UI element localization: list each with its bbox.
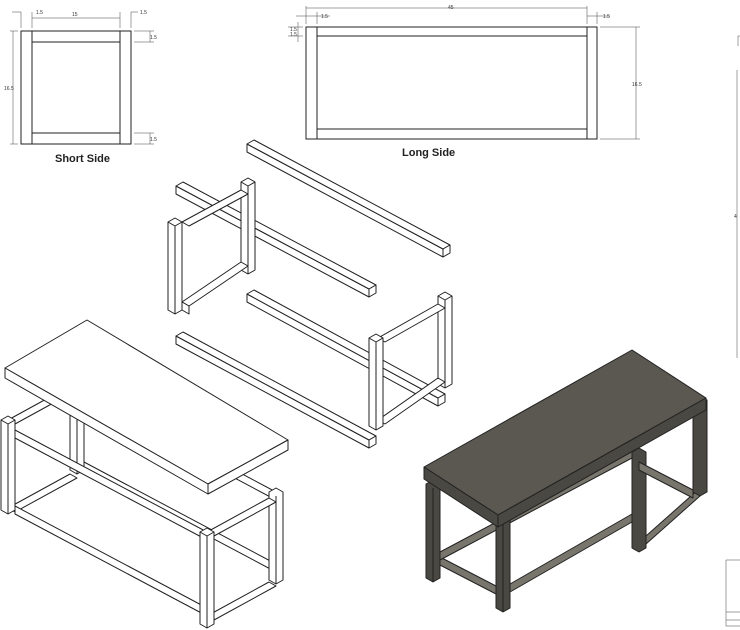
short-side-view: 1.5 15 1.5 1.5 1.5 16.5 Short Side (4, 10, 157, 165)
short-side-dim-top-left: 1.5 (36, 10, 43, 16)
left-end-frame (167, 177, 256, 315)
long-side-dim-top-right: 1.5 (603, 14, 610, 20)
long-side-dim-top-width: 45 (448, 5, 454, 11)
short-side-title: Short Side (55, 153, 110, 165)
short-side-dim-top-width: 15 (72, 12, 78, 18)
long-side-dim-top-left: 1.5 (321, 14, 328, 20)
sheet-edge-dim-mid: 4 (734, 214, 737, 220)
long-side-dim-right-height: 16.5 (632, 82, 642, 88)
short-side-dim-right-bottom: 1.5 (150, 137, 157, 143)
sheet-edge-fragment: 4 (725, 35, 740, 627)
title-block-fragment (725, 559, 740, 627)
assembly-view-outline (0, 319, 289, 629)
long-side-dim-left-top: 1.5 (290, 27, 297, 33)
long-side-outer-frame (305, 26, 598, 140)
short-side-dim-top-right: 1.5 (140, 10, 147, 16)
short-side-dim-left-height: 16.5 (4, 86, 14, 92)
short-side-outer-frame (20, 30, 132, 145)
long-side-view: 45 1.5 1.5 1.5 1.5 16.5 Long Side (288, 5, 642, 159)
rendered-tabletop-side-edge (497, 397, 707, 528)
rendered-bench (423, 349, 708, 613)
long-side-dim-left-second: 1.5 (290, 32, 297, 38)
long-side-title: Long Side (402, 147, 455, 159)
short-side-dim-right-top: 1.5 (150, 35, 157, 41)
long-rail-upper (246, 139, 451, 258)
floating-tabletop (4, 319, 289, 495)
right-end-frame (368, 291, 453, 431)
long-rail-left (175, 181, 377, 298)
long-rail-lower (175, 331, 377, 449)
exploded-view (167, 139, 453, 449)
